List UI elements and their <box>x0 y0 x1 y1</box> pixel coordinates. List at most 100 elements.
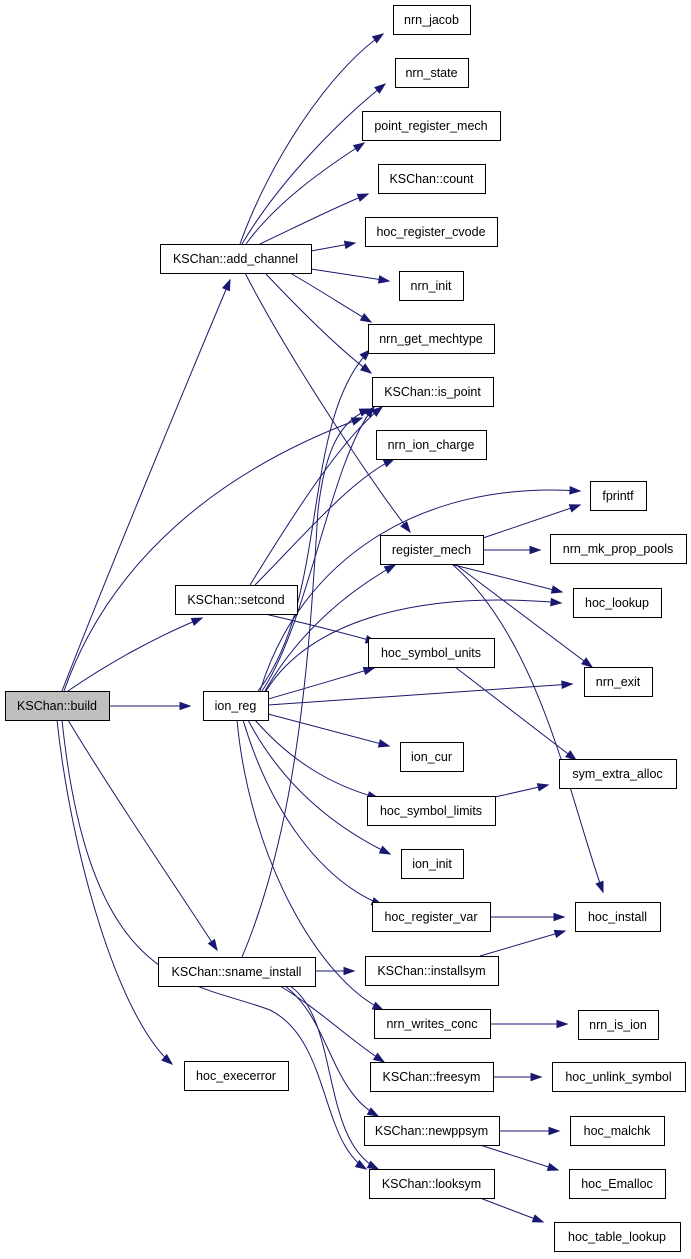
node-count[interactable]: KSChan::count <box>378 164 486 194</box>
node-hoc-execerror[interactable]: hoc_execerror <box>184 1061 289 1091</box>
node-box <box>393 5 471 35</box>
node-ion-reg[interactable]: ion_reg <box>203 691 269 721</box>
node-sname-install[interactable]: KSChan::sname_install <box>158 957 316 987</box>
node-setcond[interactable]: KSChan::setcond <box>175 585 298 615</box>
edge-build-to-setcond <box>67 617 203 692</box>
node-hoc-register-var[interactable]: hoc_register_var <box>372 902 491 932</box>
node-box <box>584 667 653 697</box>
node-label: nrn_state <box>405 66 457 80</box>
node-ion-init[interactable]: ion_init <box>401 849 464 879</box>
node-box <box>374 1009 491 1039</box>
node-label: nrn_jacob <box>404 13 459 27</box>
edge-ion_reg-to-hoc_symbol_units <box>267 667 375 700</box>
node-hoc-Emalloc[interactable]: hoc_Emalloc <box>569 1169 666 1199</box>
node-box <box>569 1169 666 1199</box>
node-box <box>573 588 662 618</box>
node-nrn-writes-conc[interactable]: nrn_writes_conc <box>374 1009 491 1039</box>
edge-hoc_symbol_units-to-sym_extra_alloc <box>454 666 577 761</box>
node-label: hoc_Emalloc <box>581 1177 653 1191</box>
edge-ion_reg-to-hoc_symbol_limits <box>254 719 379 799</box>
node-looksym[interactable]: KSChan::looksym <box>369 1169 495 1199</box>
node-nrn-is-ion[interactable]: nrn_is_ion <box>578 1010 659 1040</box>
node-box <box>400 742 464 772</box>
node-box <box>370 1062 494 1092</box>
arrowhead-ion_reg-to-hoc_lookup <box>550 597 563 607</box>
node-box <box>552 1062 686 1092</box>
node-box <box>365 217 498 247</box>
node-hoc-malchk[interactable]: hoc_malchk <box>570 1116 665 1146</box>
arrowhead-ion_reg-to-register_mech <box>383 564 397 574</box>
node-label: KSChan::count <box>389 172 474 186</box>
node-hoc-lookup[interactable]: hoc_lookup <box>573 588 662 618</box>
node-box <box>570 1116 665 1146</box>
node-box <box>401 849 464 879</box>
node-box <box>203 691 269 721</box>
arrowhead-build-to-setcond <box>190 617 204 626</box>
arrowhead-register_mech-to-hoc_install <box>595 880 604 894</box>
arrowhead-add_channel-to-point_register_mech <box>352 142 366 153</box>
node-hoc-symbol-limits[interactable]: hoc_symbol_limits <box>367 796 496 826</box>
node-freesym[interactable]: KSChan::freesym <box>370 1062 494 1092</box>
node-nrn-exit[interactable]: nrn_exit <box>584 667 653 697</box>
edge-ion_reg-to-fprintf <box>259 489 581 692</box>
node-point-register-mech[interactable]: point_register_mech <box>362 111 501 141</box>
node-hoc-register-cvode[interactable]: hoc_register_cvode <box>365 217 498 247</box>
arrowhead-add_channel-to-count <box>356 193 370 202</box>
node-add-channel[interactable]: KSChan::add_channel <box>160 244 312 274</box>
node-ion-cur[interactable]: ion_cur <box>400 742 464 772</box>
edge-add_channel-to-register_mech <box>244 272 411 533</box>
node-box <box>395 58 469 88</box>
node-box <box>559 759 677 789</box>
node-label: hoc_register_var <box>384 910 477 924</box>
node-label: hoc_register_cvode <box>376 225 485 239</box>
node-label: KSChan::installsym <box>377 964 485 978</box>
node-nrn-ion-charge[interactable]: nrn_ion_charge <box>376 430 487 460</box>
arrowhead-add_channel-to-register_mech <box>400 521 411 534</box>
node-label: hoc_execerror <box>196 1069 276 1083</box>
arrowhead-nrn_writes_conc-to-nrn_is_ion <box>556 1019 569 1029</box>
edge-build-to-add_channel <box>61 279 231 692</box>
node-box <box>399 271 464 301</box>
node-box <box>372 902 491 932</box>
node-installsym[interactable]: KSChan::installsym <box>365 956 499 986</box>
node-nrn-get-mechtype[interactable]: nrn_get_mechtype <box>368 324 495 354</box>
arrowhead-setcond-to-is_point <box>371 406 384 417</box>
node-hoc-table-lookup[interactable]: hoc_table_lookup <box>554 1222 681 1252</box>
edge-build-to-is_point <box>63 417 363 692</box>
node-nrn-state[interactable]: nrn_state <box>395 58 469 88</box>
node-label: nrn_init <box>411 279 453 293</box>
node-hoc-install[interactable]: hoc_install <box>575 902 661 932</box>
node-is-point[interactable]: KSChan::is_point <box>372 377 494 407</box>
node-label: ion_reg <box>215 699 257 713</box>
node-hoc-symbol-units[interactable]: hoc_symbol_units <box>368 638 495 668</box>
node-box <box>575 902 661 932</box>
node-fprintf[interactable]: fprintf <box>590 481 647 511</box>
node-nrn-jacob[interactable]: nrn_jacob <box>393 5 471 35</box>
edge-sname_install-to-looksym <box>289 985 379 1170</box>
edge-sname_install-to-freesym <box>279 985 385 1063</box>
edge-setcond-to-is_point <box>249 406 383 586</box>
node-box <box>372 377 494 407</box>
node-nrn-init[interactable]: nrn_init <box>399 271 464 301</box>
node-label: KSChan::sname_install <box>172 965 302 979</box>
node-label: nrn_mk_prop_pools <box>563 542 674 556</box>
node-box <box>367 796 496 826</box>
edge-build-to-hoc_execerror <box>56 719 173 1065</box>
node-register-mech[interactable]: register_mech <box>380 535 484 565</box>
edge-looksym-to-hoc_table_lookup <box>479 1197 544 1223</box>
node-label: hoc_table_lookup <box>568 1230 666 1244</box>
node-newppsym[interactable]: KSChan::newppsym <box>364 1116 500 1146</box>
edge-ion_reg-to-nrn_exit <box>267 683 573 706</box>
node-nrn-mk-prop-pools[interactable]: nrn_mk_prop_pools <box>550 534 687 564</box>
node-build[interactable]: KSChan::build <box>5 691 110 721</box>
arrowhead-ion_reg-to-nrn_exit <box>561 680 574 690</box>
node-hoc-unlink-symbol[interactable]: hoc_unlink_symbol <box>552 1062 686 1092</box>
arrowhead-freesym-to-hoc_unlink_symbol <box>530 1072 543 1082</box>
edge-sname_install-to-newppsym <box>284 985 379 1117</box>
edge-installsym-to-hoc_install <box>479 930 566 957</box>
node-sym-extra-alloc[interactable]: sym_extra_alloc <box>559 759 677 789</box>
edge-add_channel-to-nrn_init <box>310 268 390 282</box>
arrowhead-hoc_register_var-to-hoc_install <box>553 912 566 922</box>
node-box <box>160 244 312 274</box>
node-label: hoc_lookup <box>585 596 649 610</box>
